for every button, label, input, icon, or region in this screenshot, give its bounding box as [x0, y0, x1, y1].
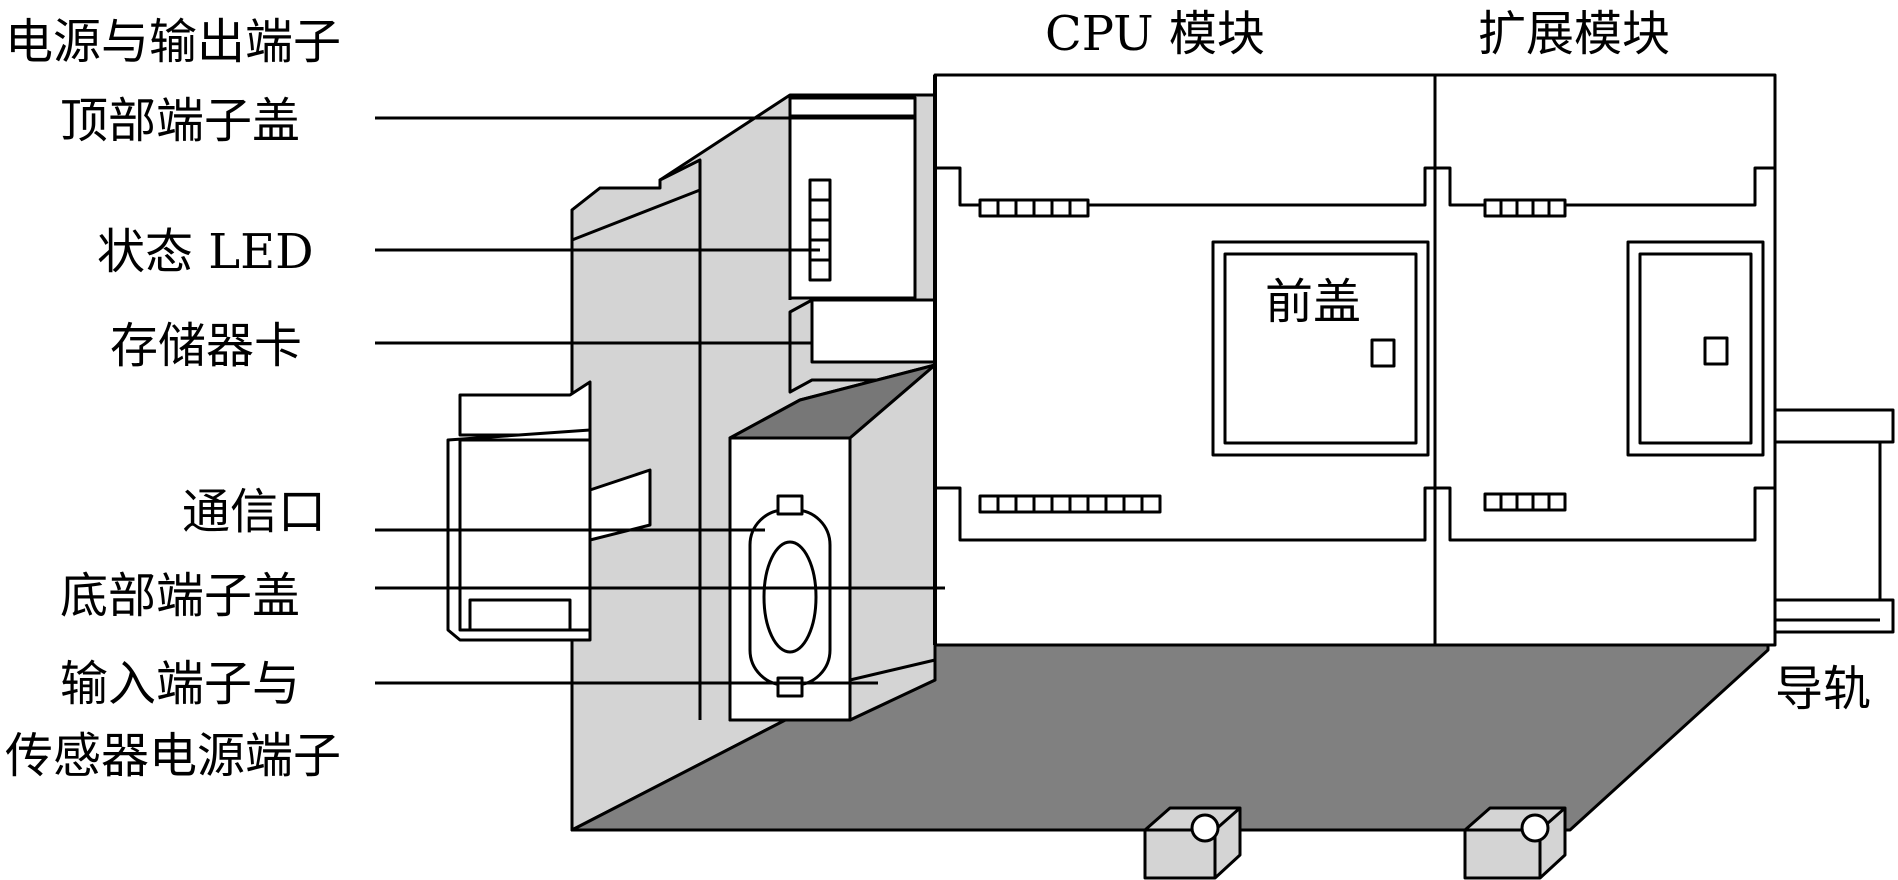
mounting-foot-left [1143, 806, 1242, 880]
label-status-led: 状态 LED [97, 224, 314, 280]
label-input-terminals-line1: 输入端子与 [60, 656, 300, 712]
label-din-rail: 导轨 [1775, 661, 1871, 717]
side-top-step [570, 158, 702, 242]
label-comm-port: 通信口 [182, 484, 326, 540]
label-bottom-terminal-cover: 底部端子盖 [60, 568, 300, 624]
label-front-cover: 前盖 [1265, 274, 1361, 330]
cpu-output-indicators [978, 198, 1090, 218]
cpu-input-indicators [978, 494, 1162, 514]
din-rail [1773, 408, 1895, 634]
label-power-output-terminals: 电源与输出端子 [5, 14, 341, 70]
expansion-output-indicators [1483, 198, 1567, 218]
expansion-input-indicators [1483, 492, 1567, 512]
label-expansion-module: 扩展模块 [1478, 6, 1670, 62]
front-cover [1211, 240, 1430, 457]
mounting-foot-right [1463, 806, 1567, 880]
label-cpu-module: CPU 模块 [1045, 6, 1265, 62]
label-memory-card: 存储器卡 [110, 318, 302, 374]
leader-lines [375, 116, 945, 685]
comm-port-box [728, 363, 937, 722]
label-top-terminal-cover: 顶部端子盖 [60, 93, 300, 149]
label-input-terminals-line2: 传感器电源端子 [5, 728, 341, 784]
expansion-module [1433, 73, 1777, 647]
expansion-front-cover [1626, 240, 1765, 457]
cpu-module [933, 73, 1447, 647]
status-led-strip [808, 178, 832, 282]
